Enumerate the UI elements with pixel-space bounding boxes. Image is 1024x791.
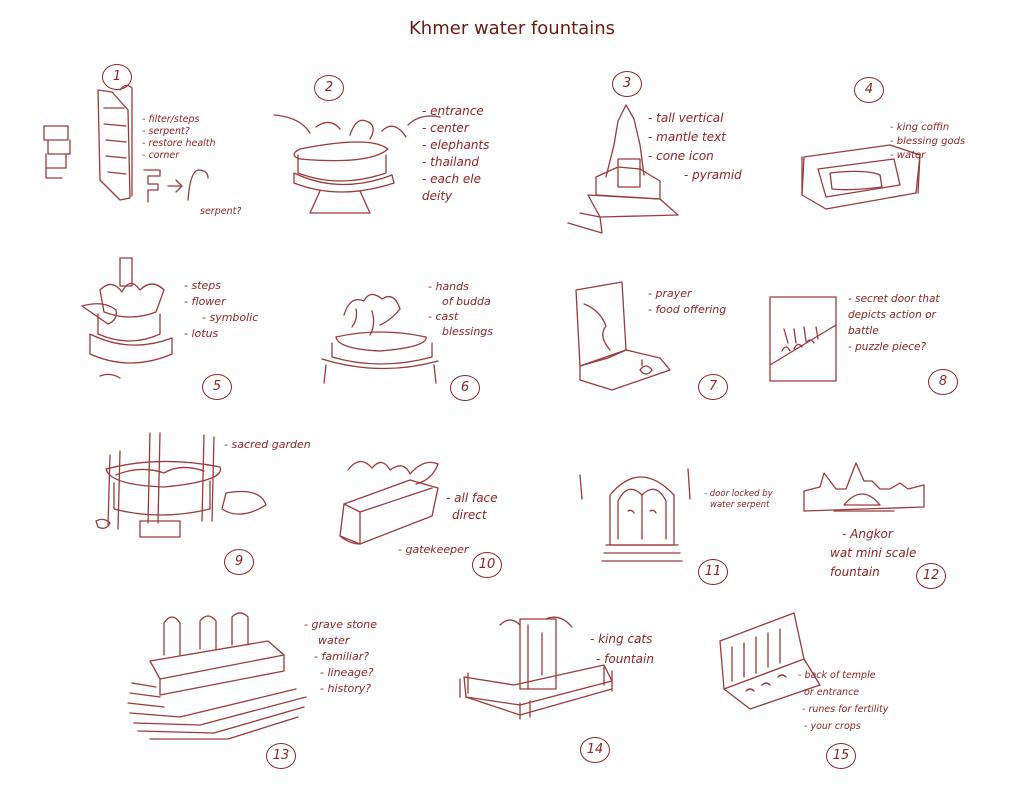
- sketch-number: 2: [314, 75, 344, 101]
- sketch-12: 12 - Angkor wat mini scale fountain: [800, 455, 1010, 590]
- sketch-8: 8 - secret door that depicts action or b…: [760, 285, 1010, 400]
- sketch-8-notes: - secret door that depicts action or bat…: [848, 293, 940, 353]
- sketch-3-notes: - tall vertical - mantle text - cone ico…: [648, 111, 742, 182]
- sketch-7-drawing: [575, 281, 671, 391]
- sketch-number: 6: [450, 375, 480, 401]
- sketch-12-drawing: [803, 462, 925, 512]
- sketch-number: 9: [224, 549, 254, 575]
- sketch-1: 1 - filter/steps - serpent? - restore he…: [40, 60, 270, 220]
- sketch-14-notes: - king cats - fountain: [590, 632, 654, 666]
- sketch-9: 9 - sacred garden: [80, 425, 340, 580]
- sketch-14: 14 - king cats - fountain: [450, 605, 710, 770]
- sketch-13-notes: - grave stone water - familiar? - lineag…: [304, 618, 377, 695]
- page-title: Khmer water fountains: [409, 18, 615, 39]
- sketch-number: 7: [698, 374, 728, 400]
- sketch-3-drawing: [567, 104, 679, 234]
- sketch-5-notes: - steps - flower - symbolic - lotus: [184, 279, 259, 340]
- sketch-13-drawing: [127, 612, 307, 740]
- sketch-6-notes: - hands of budda - cast blessings: [428, 280, 494, 338]
- sketch-7: 7 - prayer - food offering: [560, 270, 760, 410]
- sketch-number: 15: [826, 743, 856, 769]
- sketch-4-notes: - king coffin - blessing gods - water: [890, 122, 966, 161]
- sketch-5-drawing: [81, 257, 173, 379]
- sketch-14-drawing: [459, 616, 613, 720]
- sketch-2-notes: - entrance - center - elephants - thaila…: [422, 104, 490, 203]
- sketch-11-notes: - door locked by water serpent: [704, 489, 773, 510]
- sketch-15-notes: - back of temple or entrance - runes for…: [798, 670, 889, 732]
- sketch-number: 11: [698, 559, 728, 585]
- sketch-number: 1: [102, 64, 132, 90]
- sketch-number: 14: [580, 737, 610, 763]
- sketch-number: 8: [928, 369, 958, 395]
- sketch-number: 5: [202, 374, 232, 400]
- sketch-6-drawing: [321, 293, 439, 384]
- sketch-12-notes: - Angkor wat mini scale fountain: [830, 527, 917, 579]
- sketch-1-notes: - filter/steps - serpent? - restore heal…: [142, 114, 216, 161]
- sketch-2-drawing: [273, 114, 441, 214]
- sketch-11: 11 - door locked by water serpent: [570, 455, 800, 585]
- sketch-6: 6 - hands of budda - cast blessings: [310, 265, 560, 410]
- sketch-11-drawing: [579, 468, 691, 562]
- sketch-7-notes: - prayer - food offering: [648, 287, 727, 316]
- sketch-4-drawing: [801, 144, 921, 210]
- sketch-2: 2 - entrance - center - elephants - thai…: [270, 65, 515, 240]
- sketch-10-notes: - all face direct: [446, 491, 498, 522]
- sketch-8-drawing: [769, 296, 837, 382]
- sketch-10-drawing: [339, 460, 439, 545]
- sketch-10-note-gatekeeper: - gatekeeper: [398, 543, 469, 556]
- sketch-9-drawing: [95, 432, 267, 538]
- sketch-15-drawing: [719, 612, 821, 710]
- sketch-number: 13: [266, 743, 296, 769]
- sketch-3: 3 - tall vertical - mantle text - cone i…: [560, 65, 790, 250]
- sketch-1-extra-note: serpent?: [200, 206, 242, 217]
- sketch-number: 12: [916, 563, 946, 589]
- sketch-15: 15 - back of temple or entrance - runes …: [710, 605, 1010, 775]
- sketch-4: 4 - king coffin - blessing gods - water: [790, 75, 1010, 235]
- sketch-9-notes: - sacred garden: [224, 438, 311, 451]
- sketch-5: 5 - steps - flower - symbolic - lotus: [60, 250, 310, 405]
- sketch-13: 13 - grave stone water - familiar? - lin…: [120, 605, 420, 775]
- sketch-1-drawing: [43, 84, 209, 203]
- sketch-10: 10 - all face direct - gatekeeper: [320, 440, 560, 580]
- sketch-number: 10: [472, 552, 502, 578]
- sketch-number: 3: [612, 71, 642, 97]
- sketch-number: 4: [854, 77, 884, 103]
